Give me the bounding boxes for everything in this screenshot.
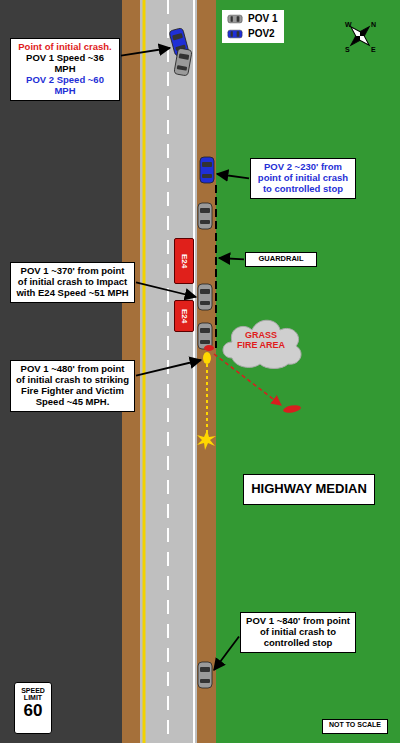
- vehicles: [169, 28, 214, 688]
- roadway-lanes: [140, 0, 197, 743]
- median-label: HIGHWAY MEDIAN: [243, 474, 375, 505]
- compass-letter: E: [371, 46, 376, 53]
- pov1-crash-position: [174, 48, 192, 76]
- fire-engine: E24: [174, 238, 194, 284]
- sign-heading: SPEED LIMIT: [16, 687, 50, 702]
- sign-speed: 60: [16, 702, 50, 721]
- callout-text: GRASS FIRE AREA: [236, 331, 286, 351]
- firefighter-figure: [203, 352, 211, 364]
- callout-box: POV 1 ~840' from point of initial crash …: [240, 612, 356, 653]
- firefighter-final-position: [197, 430, 216, 450]
- legend-car: [228, 15, 242, 23]
- scale-note: NOT TO SCALE: [322, 719, 388, 734]
- shoulder-right: [197, 0, 216, 743]
- firefighter-throw-path: [206, 364, 208, 436]
- engine-number: E24: [180, 309, 188, 323]
- legend-car-icon: [224, 27, 246, 41]
- median-grass: [216, 0, 400, 743]
- lane-divider: [167, 0, 169, 743]
- pov1-stop-position: [198, 662, 212, 688]
- compass-letter: S: [345, 46, 350, 53]
- legend-row: POV 1: [224, 11, 284, 26]
- callout-box: POV 1 ~480' from point of initial crash …: [10, 360, 135, 412]
- callout-text: NOT TO SCALE: [326, 721, 384, 729]
- callout-text: GUARDRAIL: [249, 255, 313, 264]
- leader-arrow: [214, 636, 239, 670]
- callout-text: POV 1 ~480' from point of initial crash …: [15, 364, 130, 408]
- compass-letter: N: [371, 21, 376, 28]
- legend-panel: [222, 10, 284, 43]
- fire-engine: E24: [174, 300, 194, 332]
- guardrail-line: [215, 185, 217, 348]
- legend-text: POV2: [248, 28, 275, 39]
- callout-text: POV 1 ~840' from point of initial crash …: [245, 616, 351, 649]
- yellow-edge-line: [143, 0, 146, 743]
- leader-arrow: [121, 48, 170, 56]
- victim-figure: [204, 345, 214, 351]
- victim-final-position: [283, 404, 302, 414]
- compass-letter: W: [345, 21, 352, 28]
- callout-box: POV 1 ~370' from point of initial crash …: [10, 262, 135, 303]
- legend: POV 1 POV2: [224, 11, 284, 41]
- guardrail-label: GUARDRAIL: [245, 252, 317, 267]
- callout-text: POV 1 ~370' from point of initial crash …: [15, 266, 130, 299]
- leader-arrow: [219, 258, 244, 259]
- callout-text: POV 2 ~230' from point of initial crash …: [255, 162, 351, 195]
- callout-box: Point of initial crash.POV 1 Speed ~36 M…: [10, 38, 120, 101]
- callout-text: Point of initial crash.: [15, 42, 115, 53]
- legend-row: POV2: [224, 26, 284, 41]
- callout-text: HIGHWAY MEDIAN: [248, 482, 370, 497]
- legend-text: POV 1: [248, 13, 277, 24]
- legend-car-icon: [224, 12, 246, 26]
- leader-arrow: [217, 174, 249, 178]
- leader-arrow: [136, 360, 201, 376]
- callout-text: POV 1 Speed ~36 MPH: [15, 53, 115, 75]
- callout-text: POV 2 Speed ~60 MPH: [15, 75, 115, 97]
- pov1-path-position: [198, 203, 212, 229]
- white-edge-line: [193, 0, 195, 743]
- speed-limit-sign: SPEED LIMIT60: [14, 682, 52, 734]
- engine-number: E24: [180, 254, 188, 268]
- callout-box: POV 2 ~230' from point of initial crash …: [250, 158, 356, 199]
- pov2-stop-position: [200, 157, 214, 183]
- legend-car: [228, 30, 242, 38]
- grass-fire-area: GRASS FIRE AREA: [218, 312, 304, 370]
- compass-rose: [342, 18, 379, 55]
- pov1-impact-position: [198, 284, 212, 310]
- leader-arrow: [136, 282, 196, 297]
